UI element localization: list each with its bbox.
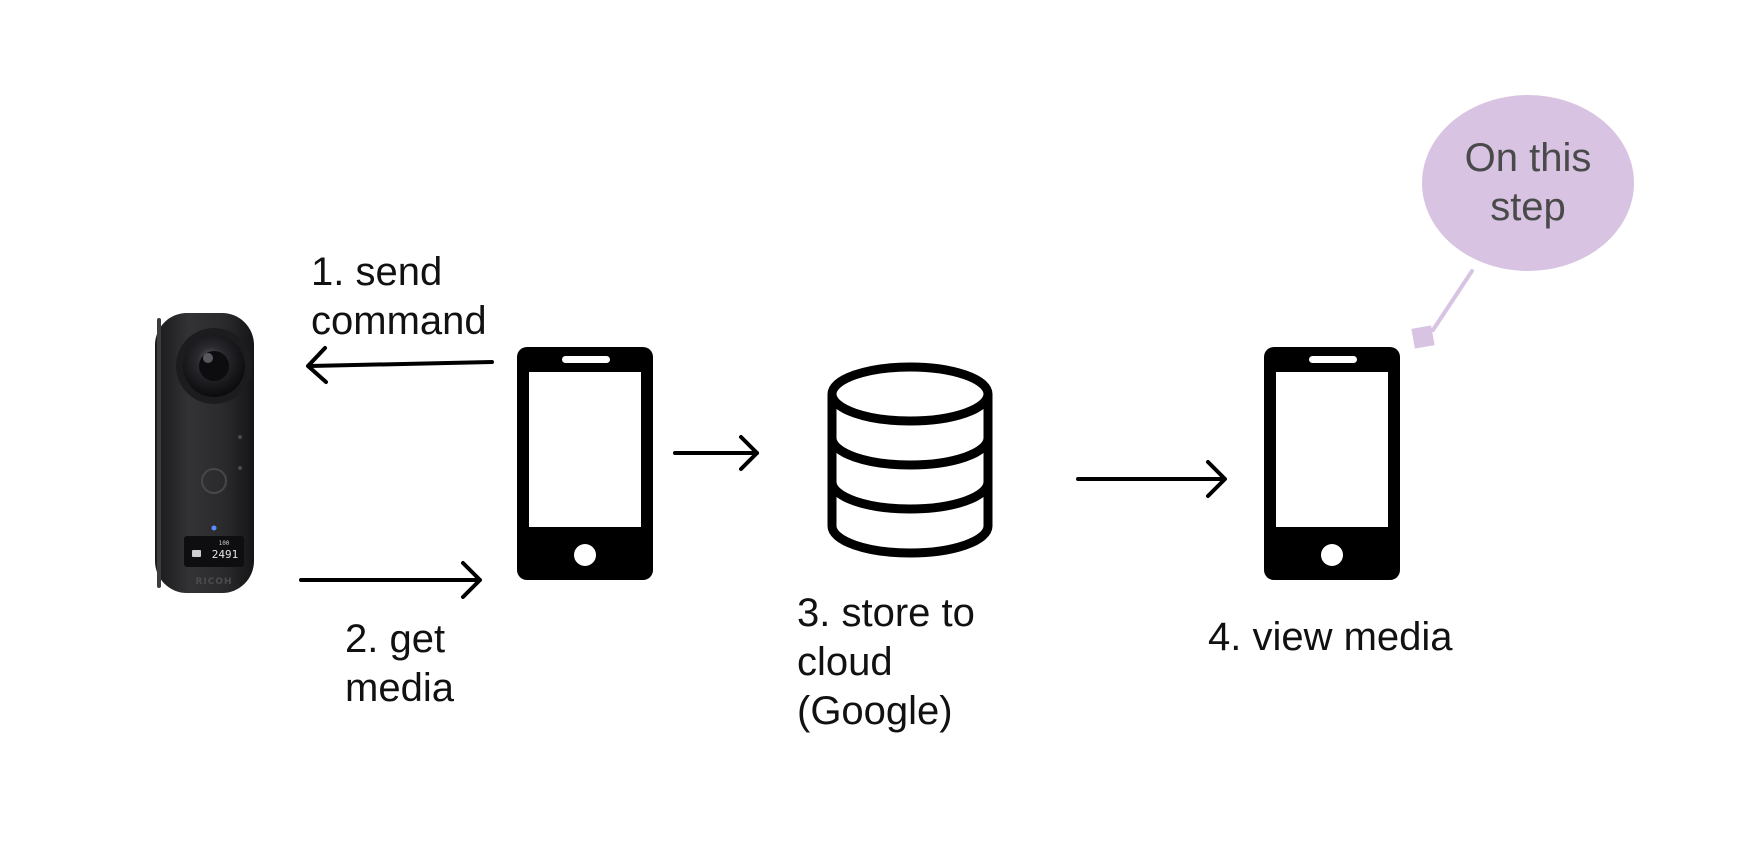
database-icon [827, 362, 993, 558]
step-get-media-label: 2. get media [345, 617, 454, 710]
camera-display-count: 2491 [212, 548, 239, 561]
smartphone-icon [1264, 347, 1400, 580]
arrow-to-viewer [1076, 460, 1227, 498]
camera-display-top: 100 [219, 540, 230, 547]
smartphone-icon [517, 347, 653, 580]
step-view-media-label: 4. view media [1208, 615, 1453, 659]
arrow-send-command [306, 346, 494, 384]
arrow-get-media [299, 561, 482, 599]
camera-brand: RICOH [195, 577, 232, 587]
arrow-to-cloud [673, 435, 759, 471]
step-store-to-cloud-label: 3. store to cloud (Google) [797, 591, 975, 733]
step-send-command-label: 1. send command [311, 250, 487, 343]
camera-icon: 100 2491 RICOH [155, 313, 254, 593]
callout-bubble: On this step [1422, 95, 1634, 271]
callout-pointer [1411, 269, 1474, 349]
callout-text: On this step [1464, 136, 1592, 229]
